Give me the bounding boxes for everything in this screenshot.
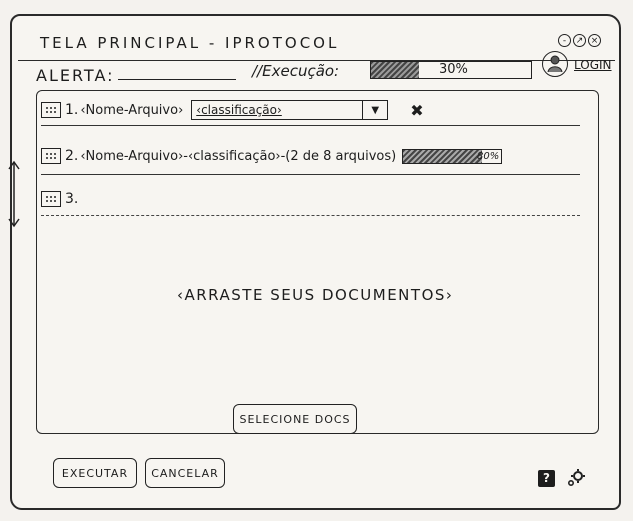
file-progress-percent: 80% <box>477 150 500 162</box>
execution-label: //Execução: <box>252 62 340 80</box>
file-name: ‹Nome-Arquivo› <box>80 102 184 118</box>
file-index: 2. <box>65 148 79 164</box>
gear-icon[interactable] <box>566 468 586 488</box>
title-divider <box>18 60 615 61</box>
execution-progress-percent: 30% <box>439 62 468 77</box>
file-row[interactable]: 2. ‹Nome-Arquivo›-‹classificação›-(2 de … <box>41 148 598 164</box>
maximize-button[interactable]: ↗ <box>573 34 586 47</box>
row-divider <box>41 174 580 175</box>
document-icon <box>41 191 61 207</box>
row-divider <box>41 125 580 126</box>
classification-value: ‹classificação› <box>196 103 282 117</box>
user-avatar[interactable] <box>542 51 568 77</box>
document-icon <box>41 148 61 164</box>
execution-progress-fill <box>371 62 419 78</box>
close-icon[interactable]: ✖ <box>410 100 424 120</box>
classification-select[interactable]: ‹classificação› ▼ <box>191 100 389 120</box>
file-description: ‹Nome-Arquivo›-‹classificação›-(2 de 8 a… <box>80 148 397 164</box>
help-icon[interactable]: ? <box>538 470 555 487</box>
close-button[interactable]: × <box>588 34 601 47</box>
row-divider <box>41 215 580 216</box>
file-row[interactable]: 3. <box>41 191 598 207</box>
vertical-resize-icon[interactable] <box>6 158 22 230</box>
window-controls: - ↗ × <box>558 34 601 47</box>
select-docs-button[interactable]: SELECIONE DOCS <box>233 404 357 434</box>
file-progress-bar: 80% <box>402 148 503 164</box>
execution-progress-bar: 30% <box>370 61 532 79</box>
cancel-button[interactable]: CANCELAR <box>145 458 225 488</box>
document-icon <box>41 102 61 118</box>
file-index: 1. <box>65 102 79 118</box>
window-title: TELA PRINCIPAL - iProtocol <box>40 34 340 52</box>
alert-label: ALERTA: <box>36 66 115 85</box>
file-index: 3. <box>65 191 79 207</box>
file-list-panel: 1. ‹Nome-Arquivo› ‹classificação› ▼ ✖ 2.… <box>36 90 599 434</box>
dropzone-hint[interactable]: ‹ARRASTE SEUS DOCUMENTOS› <box>177 286 454 304</box>
main-window: TELA PRINCIPAL - iProtocol - ↗ × <box>10 14 621 510</box>
execute-button[interactable]: EXECUTAR <box>53 458 137 488</box>
file-progress-fill <box>403 149 482 163</box>
chevron-down-icon[interactable]: ▼ <box>362 101 387 119</box>
file-row[interactable]: 1. ‹Nome-Arquivo› ‹classificação› ▼ ✖ <box>41 100 598 120</box>
alert-message-line <box>118 79 236 80</box>
login-link[interactable]: LOGIN <box>574 58 612 72</box>
minimize-button[interactable]: - <box>558 34 571 47</box>
user-icon <box>547 55 563 73</box>
